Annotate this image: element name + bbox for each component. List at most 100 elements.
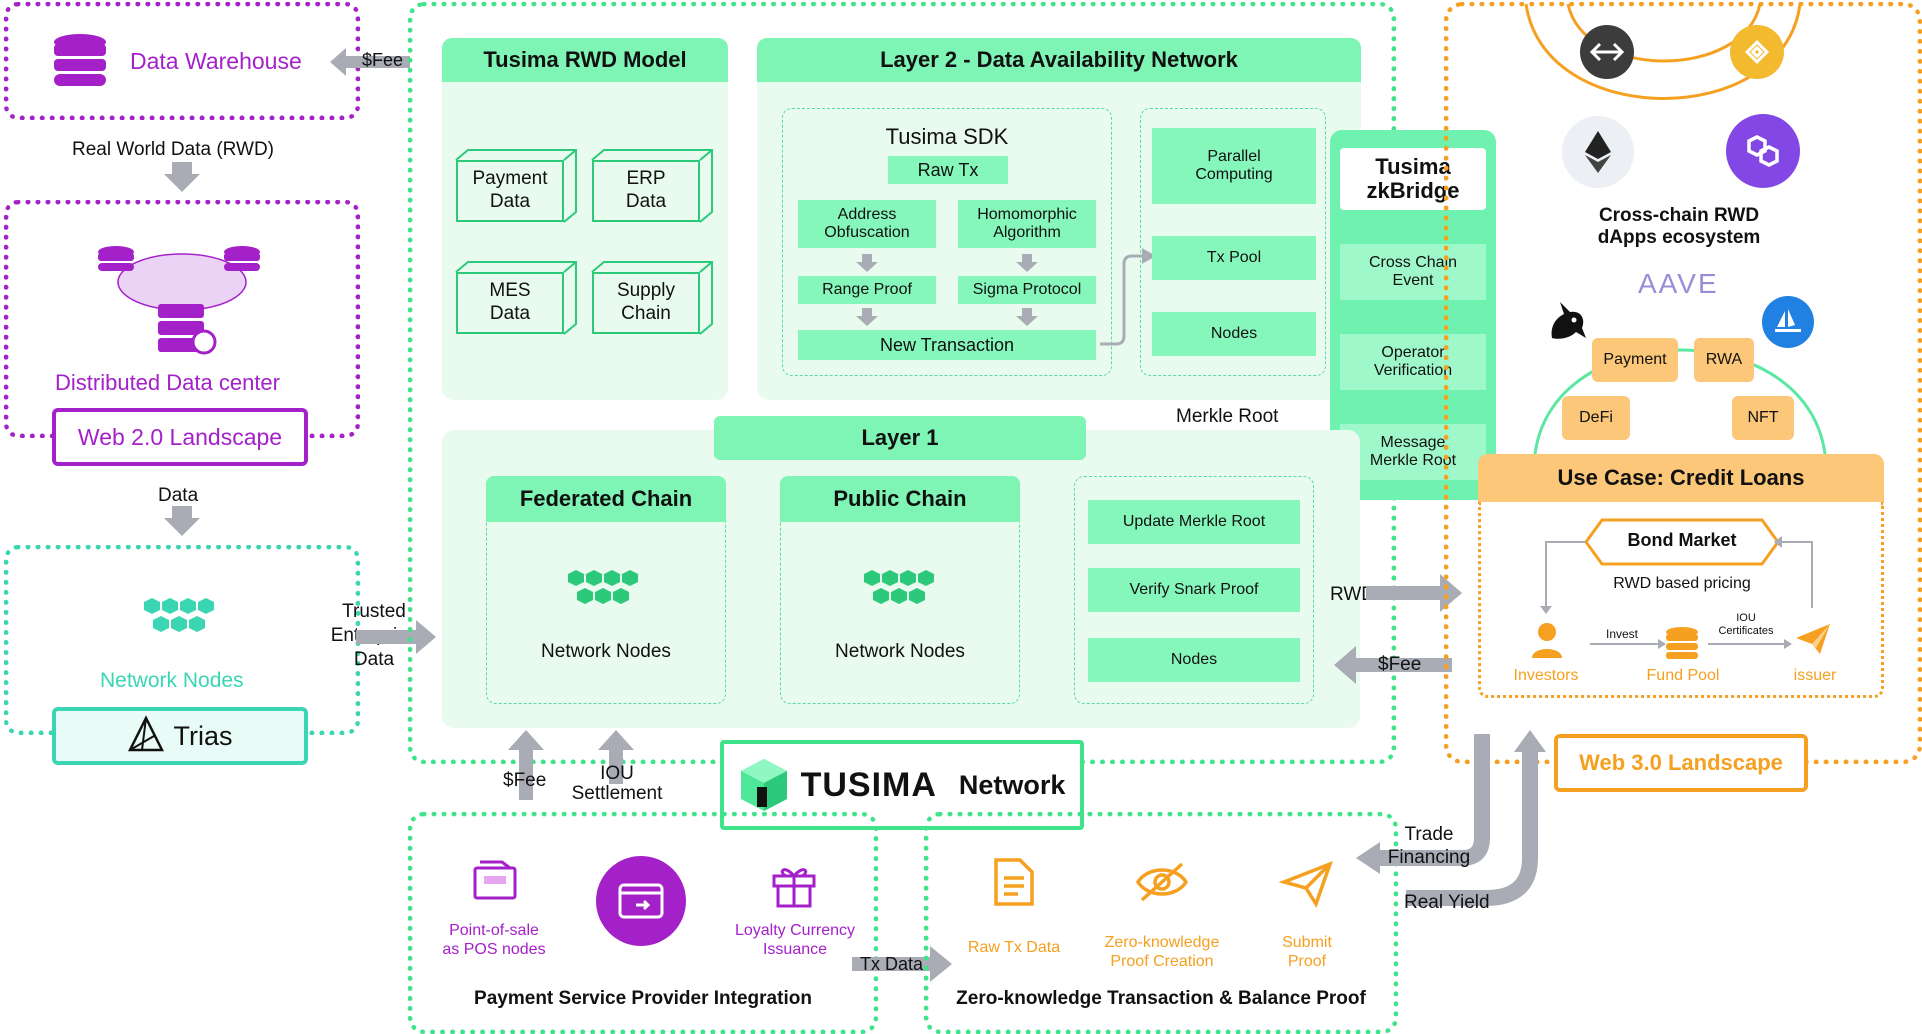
iou-up-arrow xyxy=(598,730,634,789)
payment-card-icon xyxy=(596,856,686,946)
trias-logo-icon xyxy=(127,715,164,752)
distributed-dc-icon xyxy=(96,242,268,359)
web2-landscape-badge: Web 2.0 Landscape xyxy=(52,408,308,466)
data-warehouse-label: Data Warehouse xyxy=(130,48,302,74)
eye-off-icon xyxy=(1135,860,1189,909)
sigma-protocol-chip: Sigma Protocol xyxy=(958,276,1096,304)
fund-pool-icon xyxy=(1664,626,1700,665)
zk-box xyxy=(924,812,1398,1034)
tx-pool-chip: Tx Pool xyxy=(1152,236,1316,280)
federated-chain-title: Federated Chain xyxy=(486,476,726,522)
payment-dapp-chip: Payment xyxy=(1592,338,1678,382)
public-network-nodes-label: Network Nodes xyxy=(835,641,965,662)
federated-nodes-icon xyxy=(566,568,642,613)
tusima-sdk-title: Tusima SDK xyxy=(885,124,1009,149)
investors-icon xyxy=(1530,622,1564,663)
psp-title: Payment Service Provider Integration xyxy=(474,988,812,1009)
polygon-icon xyxy=(1726,114,1800,188)
raw-tx-chip: Raw Tx xyxy=(888,156,1008,184)
verify-snark-proof-chip: Verify Snark Proof xyxy=(1088,568,1300,612)
tusima-logo-icon xyxy=(740,759,787,811)
tusima-sdk-box xyxy=(782,108,1112,376)
layer1-nodes-chip: Nodes xyxy=(1088,638,1300,682)
public-nodes-icon xyxy=(862,568,938,613)
update-merkle-root-chip: Update Merkle Root xyxy=(1088,500,1300,544)
rwd-pricing-label: RWD based pricing xyxy=(1613,575,1751,592)
down-arrow-2 xyxy=(164,506,200,541)
dapps-circle xyxy=(1532,348,1828,471)
fee-top-label: $Fee xyxy=(362,50,404,70)
opensea-icon xyxy=(1762,296,1814,348)
investors-label: Investors xyxy=(1513,667,1579,684)
rwa-dapp-chip: RWA xyxy=(1694,338,1754,382)
public-chain-title: Public Chain xyxy=(780,476,1020,522)
database-icon xyxy=(52,32,108,93)
raw-tx-data-label: Raw Tx Data xyxy=(967,939,1061,956)
layer2-nodes-box xyxy=(1140,108,1326,376)
down-arrow-1 xyxy=(164,162,200,197)
web3-landscape-badge: Web 3.0 Landscape xyxy=(1554,734,1808,792)
bond-market-label: Bond Market xyxy=(1627,530,1737,550)
invest-label: Invest xyxy=(1605,627,1638,641)
distributed-dc-label: Distributed Data center xyxy=(55,370,280,395)
issuer-icon xyxy=(1796,624,1832,661)
federated-network-nodes-label: Network Nodes xyxy=(541,641,671,662)
fund-pool-label: Fund Pool xyxy=(1646,667,1720,684)
zk-title: Zero-knowledge Transaction & Balance Pro… xyxy=(956,988,1366,1009)
range-proof-chip: Range Proof xyxy=(798,276,936,304)
nodes-cluster-icon xyxy=(142,596,218,641)
credit-loans-header: Use Case: Credit Loans xyxy=(1478,454,1884,502)
layer2-title: Layer 2 - Data Availability Network xyxy=(757,38,1361,82)
ethereum-icon xyxy=(1562,116,1634,188)
new-transaction-chip: New Transaction xyxy=(798,330,1096,360)
swap-icon xyxy=(1580,25,1634,79)
trias-badge: Trias xyxy=(52,707,308,765)
fee-arrow-left xyxy=(330,46,410,83)
bnb-icon xyxy=(1730,25,1784,79)
trusted-arrow xyxy=(356,620,436,659)
tx-data-label: Tx Data xyxy=(860,954,924,974)
psp-box xyxy=(408,812,878,1034)
fee-bottom-label: $Fee xyxy=(503,770,547,791)
gift-icon xyxy=(770,860,818,913)
data-label: Data xyxy=(158,485,199,506)
layer2-nodes-chip: Nodes xyxy=(1152,312,1316,356)
network-nodes-label: Network Nodes xyxy=(100,669,244,692)
rwd-model-arrow xyxy=(1366,574,1462,617)
fee-right-arrow xyxy=(1334,646,1452,689)
nft-dapp-chip: NFT xyxy=(1732,396,1794,440)
merkle-root-label: Merkle Root xyxy=(1176,406,1279,427)
layer1-title: Layer 1 xyxy=(714,416,1086,460)
tusima-brand: TUSIMA xyxy=(800,765,937,804)
defi-dapp-chip: DeFi xyxy=(1562,396,1630,440)
send-icon xyxy=(1278,860,1333,911)
fee-right-label: $Fee xyxy=(1378,654,1422,675)
web3-landscape-label: Web 3.0 Landscape xyxy=(1579,750,1783,775)
layer1-right-box xyxy=(1074,476,1314,704)
issuer-label: issuer xyxy=(1793,667,1837,684)
unicorn-icon xyxy=(1546,298,1590,347)
pos-icon xyxy=(472,860,518,907)
fee-up-arrow xyxy=(508,730,544,805)
aave-logo: AAVE xyxy=(1638,268,1719,299)
web2-landscape-label: Web 2.0 Landscape xyxy=(77,423,283,450)
